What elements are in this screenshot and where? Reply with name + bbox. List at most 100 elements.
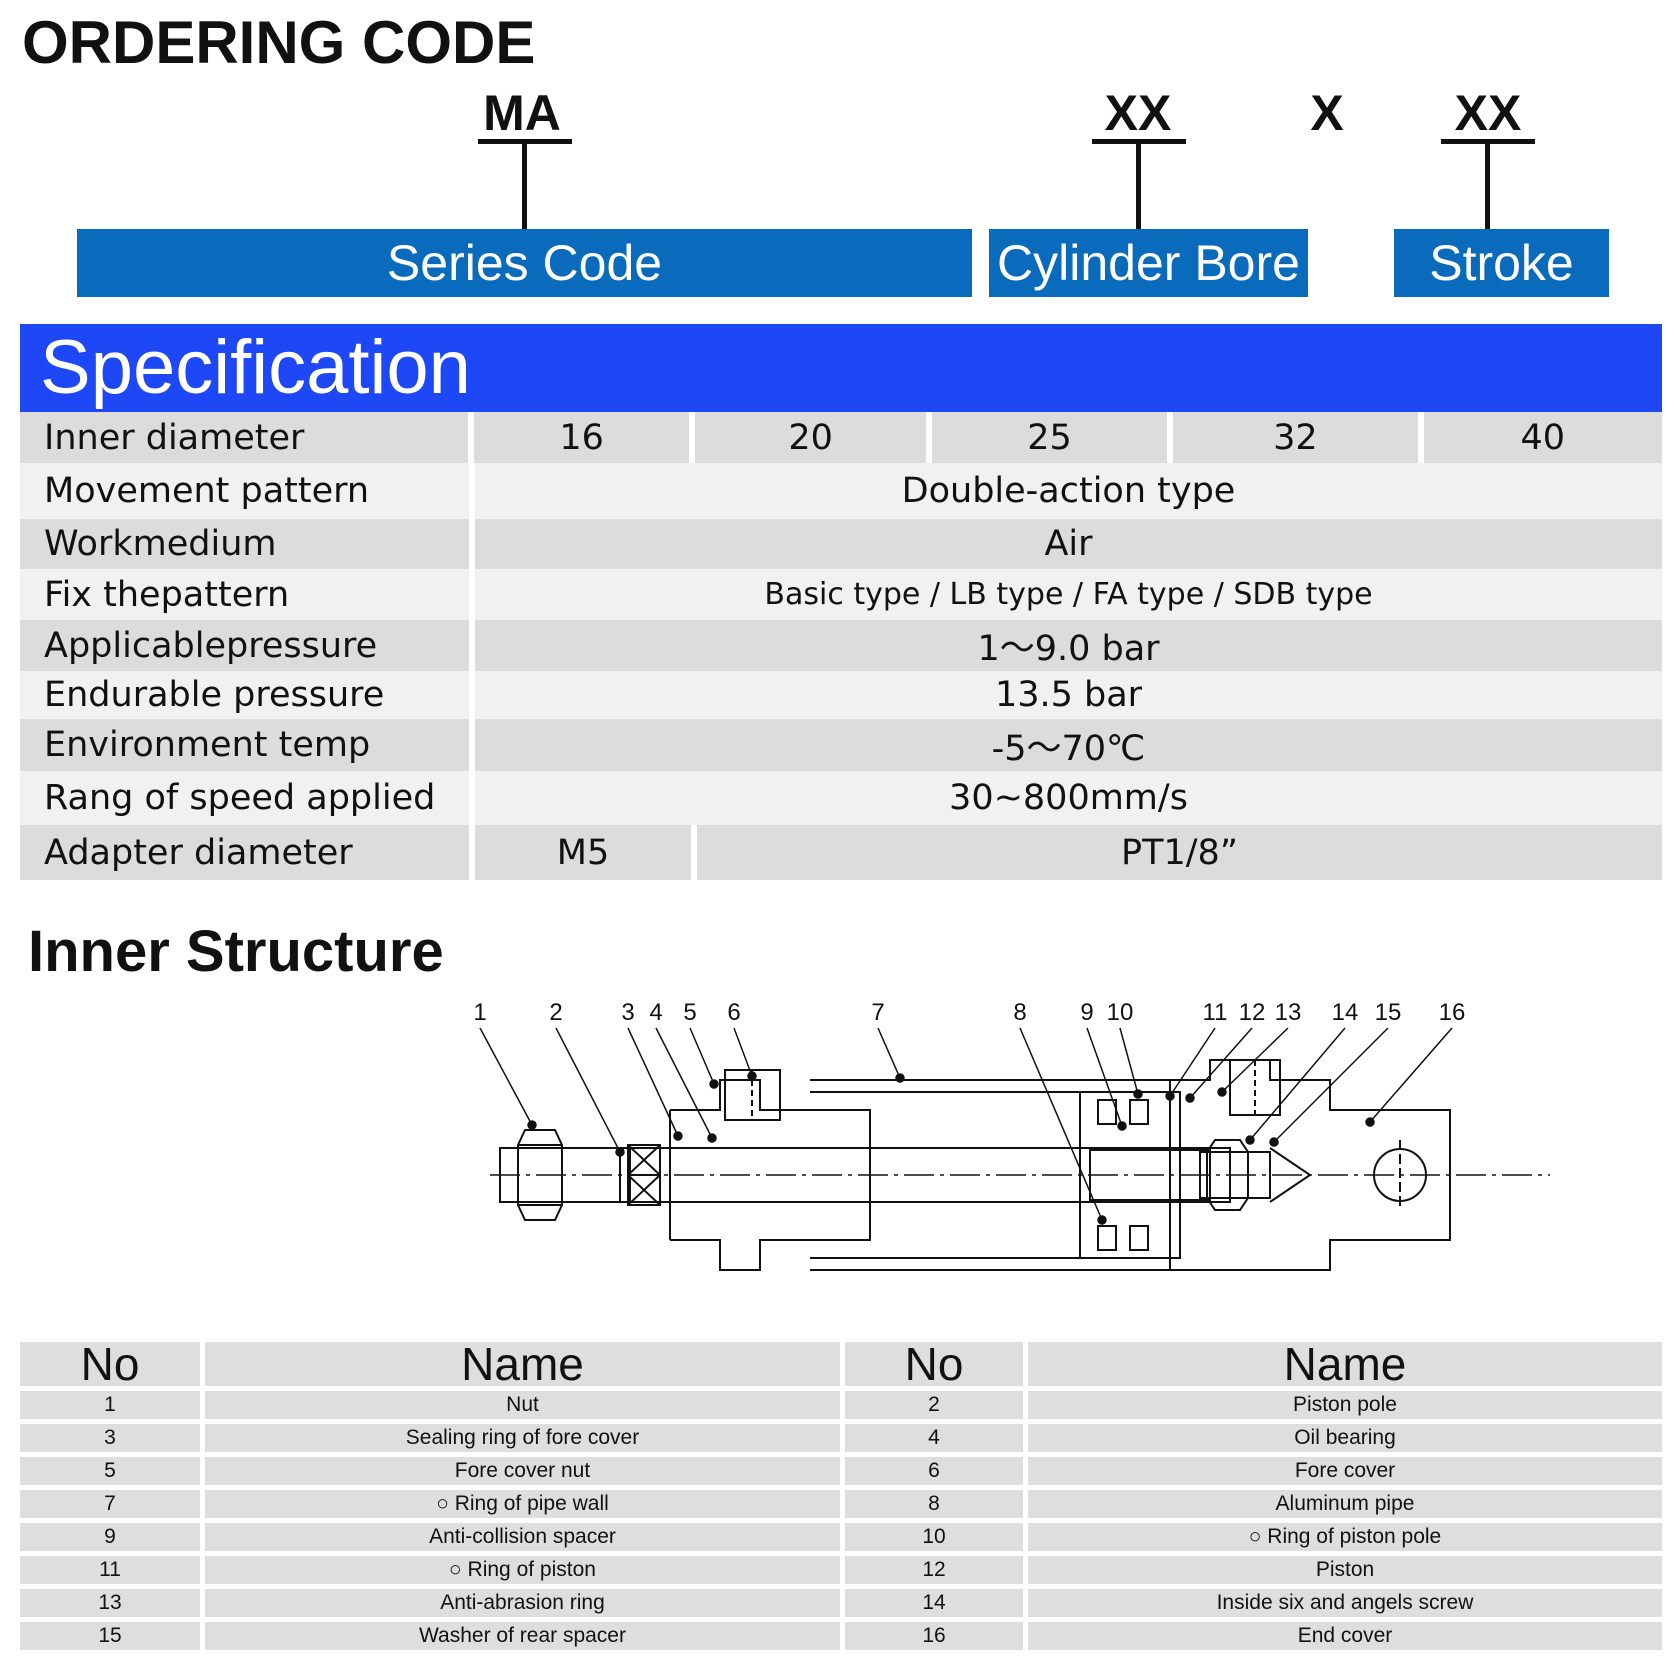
spec-value: PT1/8” bbox=[697, 825, 1662, 880]
header-name: Name bbox=[205, 1338, 840, 1390]
part-name: Fore cover bbox=[1028, 1457, 1662, 1485]
part-no: 10 bbox=[845, 1523, 1023, 1551]
part-name: Nut bbox=[205, 1391, 840, 1419]
spec-label: Adapter diameter bbox=[20, 825, 469, 880]
specification-banner: Specification bbox=[20, 324, 1662, 412]
part-name: Fore cover nut bbox=[205, 1457, 840, 1485]
callout-label: 13 bbox=[1275, 1000, 1302, 1026]
spec-value: Air bbox=[475, 519, 1662, 569]
callout-label: 8 bbox=[1013, 1000, 1026, 1026]
callout-label: 1 bbox=[473, 1000, 486, 1026]
part-no: 16 bbox=[845, 1622, 1023, 1650]
part-name: ○ Ring of piston pole bbox=[1028, 1523, 1662, 1551]
part-no: 4 bbox=[845, 1424, 1023, 1452]
spec-row-environment-temp: Environment temp -5～70℃ bbox=[20, 719, 1662, 771]
callout-label: 12 bbox=[1239, 1000, 1266, 1026]
spec-value: Double-action type bbox=[475, 463, 1662, 519]
series-code-stem bbox=[522, 144, 527, 230]
spec-label: Inner diameter bbox=[20, 412, 468, 463]
part-name: Oil bearing bbox=[1028, 1424, 1662, 1452]
spec-value: 16 bbox=[473, 412, 690, 463]
spec-row-fix-pattern: Fix thepattern Basic type / LB type / FA… bbox=[20, 569, 1662, 620]
part-no: 5 bbox=[20, 1457, 200, 1485]
spec-row-movement: Movement pattern Double-action type bbox=[20, 463, 1662, 519]
callout-label: 16 bbox=[1439, 1000, 1466, 1026]
spec-value: 13.5 bar bbox=[475, 671, 1662, 719]
part-name: Aluminum pipe bbox=[1028, 1490, 1662, 1518]
part-name: Anti-abrasion ring bbox=[205, 1589, 840, 1617]
nut-shape bbox=[517, 1129, 563, 1221]
stroke-code-stem bbox=[1485, 144, 1490, 230]
parts-table: No Name No Name 1 Nut 2 Piston pole 3 Se… bbox=[20, 1338, 1662, 1655]
header-no: No bbox=[845, 1338, 1023, 1390]
spec-value: 30~800mm/s bbox=[475, 771, 1662, 825]
part-no: 1 bbox=[20, 1391, 200, 1419]
series-code-box: Series Code bbox=[77, 229, 972, 297]
part-no: 13 bbox=[20, 1589, 200, 1617]
inner-structure-title: Inner Structure bbox=[28, 919, 444, 984]
part-no: 14 bbox=[845, 1589, 1023, 1617]
table-row: 15 Washer of rear spacer 16 End cover bbox=[20, 1622, 1662, 1650]
callout-label: 11 bbox=[1203, 1000, 1228, 1026]
spec-label: Movement pattern bbox=[20, 463, 469, 519]
times-symbol: X bbox=[1310, 85, 1344, 141]
part-name: Washer of rear spacer bbox=[205, 1622, 840, 1650]
part-name: ○ Ring of pipe wall bbox=[205, 1490, 840, 1518]
callout-label: 3 bbox=[621, 1000, 634, 1026]
part-no: 12 bbox=[845, 1556, 1023, 1584]
parts-table-header: No Name No Name bbox=[20, 1338, 1662, 1390]
spec-row-applicable-pressure: Applicablepressure 1～9.0 bar bbox=[20, 620, 1662, 671]
stroke-code-value: XX bbox=[1454, 85, 1522, 141]
table-row: 13 Anti-abrasion ring 14 Inside six and … bbox=[20, 1589, 1662, 1617]
part-name: ○ Ring of piston bbox=[205, 1556, 840, 1584]
part-name: Anti-collision spacer bbox=[205, 1523, 840, 1551]
fore-cover-shape bbox=[669, 1079, 871, 1271]
part-name: Sealing ring of fore cover bbox=[205, 1424, 840, 1452]
callout-label: 2 bbox=[549, 1000, 562, 1026]
part-no: 3 bbox=[20, 1424, 200, 1452]
table-row: 9 Anti-collision spacer 10 ○ Ring of pis… bbox=[20, 1523, 1662, 1551]
spec-value: -5～70℃ bbox=[475, 719, 1662, 771]
spec-value: M5 bbox=[475, 825, 691, 880]
series-code-value: MA bbox=[483, 85, 561, 141]
callout-label: 7 bbox=[871, 1000, 884, 1026]
spec-label: Environment temp bbox=[20, 719, 469, 771]
callout-label: 14 bbox=[1332, 1000, 1359, 1026]
table-row: 7 ○ Ring of pipe wall 8 Aluminum pipe bbox=[20, 1490, 1662, 1518]
piston-shape bbox=[1079, 1091, 1181, 1259]
header-name: Name bbox=[1028, 1338, 1662, 1390]
spec-value: 40 bbox=[1423, 412, 1663, 463]
spec-label: Endurable pressure bbox=[20, 671, 469, 719]
spec-value: 25 bbox=[931, 412, 1168, 463]
part-no: 2 bbox=[845, 1391, 1023, 1419]
table-row: 5 Fore cover nut 6 Fore cover bbox=[20, 1457, 1662, 1485]
series-code-underline bbox=[478, 139, 572, 144]
callout-label: 9 bbox=[1080, 1000, 1093, 1026]
part-no: 6 bbox=[845, 1457, 1023, 1485]
table-row: 3 Sealing ring of fore cover 4 Oil beari… bbox=[20, 1424, 1662, 1452]
part-no: 8 bbox=[845, 1490, 1023, 1518]
bore-code-underline bbox=[1092, 139, 1186, 144]
table-row: 11 ○ Ring of piston 12 Piston bbox=[20, 1556, 1662, 1584]
bore-code-value: XX bbox=[1104, 85, 1172, 141]
spec-row-adapter-diameter: Adapter diameter M5 PT1/8” bbox=[20, 825, 1662, 880]
spec-row-workmedium: Workmedium Air bbox=[20, 519, 1662, 569]
bore-code-stem bbox=[1136, 144, 1141, 230]
spec-value: 20 bbox=[695, 412, 926, 463]
part-no: 11 bbox=[20, 1556, 200, 1584]
spec-row-inner-diameter: Inner diameter 16 20 25 32 40 bbox=[20, 412, 1663, 463]
part-name: End cover bbox=[1028, 1622, 1662, 1650]
cylinder-cross-section-diagram: 1 2 3 4 5 6 7 8 9 10 11 12 13 14 15 16 bbox=[473, 1000, 1550, 1271]
callout-label: 4 bbox=[649, 1000, 662, 1026]
stroke-code-underline bbox=[1441, 139, 1535, 144]
spec-label: Fix thepattern bbox=[20, 569, 469, 620]
spec-value: 32 bbox=[1173, 412, 1418, 463]
spec-row-endurable-pressure: Endurable pressure 13.5 bar bbox=[20, 671, 1662, 719]
stroke-box: Stroke bbox=[1394, 229, 1609, 297]
spec-label: Applicablepressure bbox=[20, 620, 469, 671]
callout-label: 6 bbox=[727, 1000, 740, 1026]
callout-label: 10 bbox=[1107, 1000, 1134, 1026]
part-no: 9 bbox=[20, 1523, 200, 1551]
callout-label: 5 bbox=[683, 1000, 696, 1026]
part-no: 7 bbox=[20, 1490, 200, 1518]
